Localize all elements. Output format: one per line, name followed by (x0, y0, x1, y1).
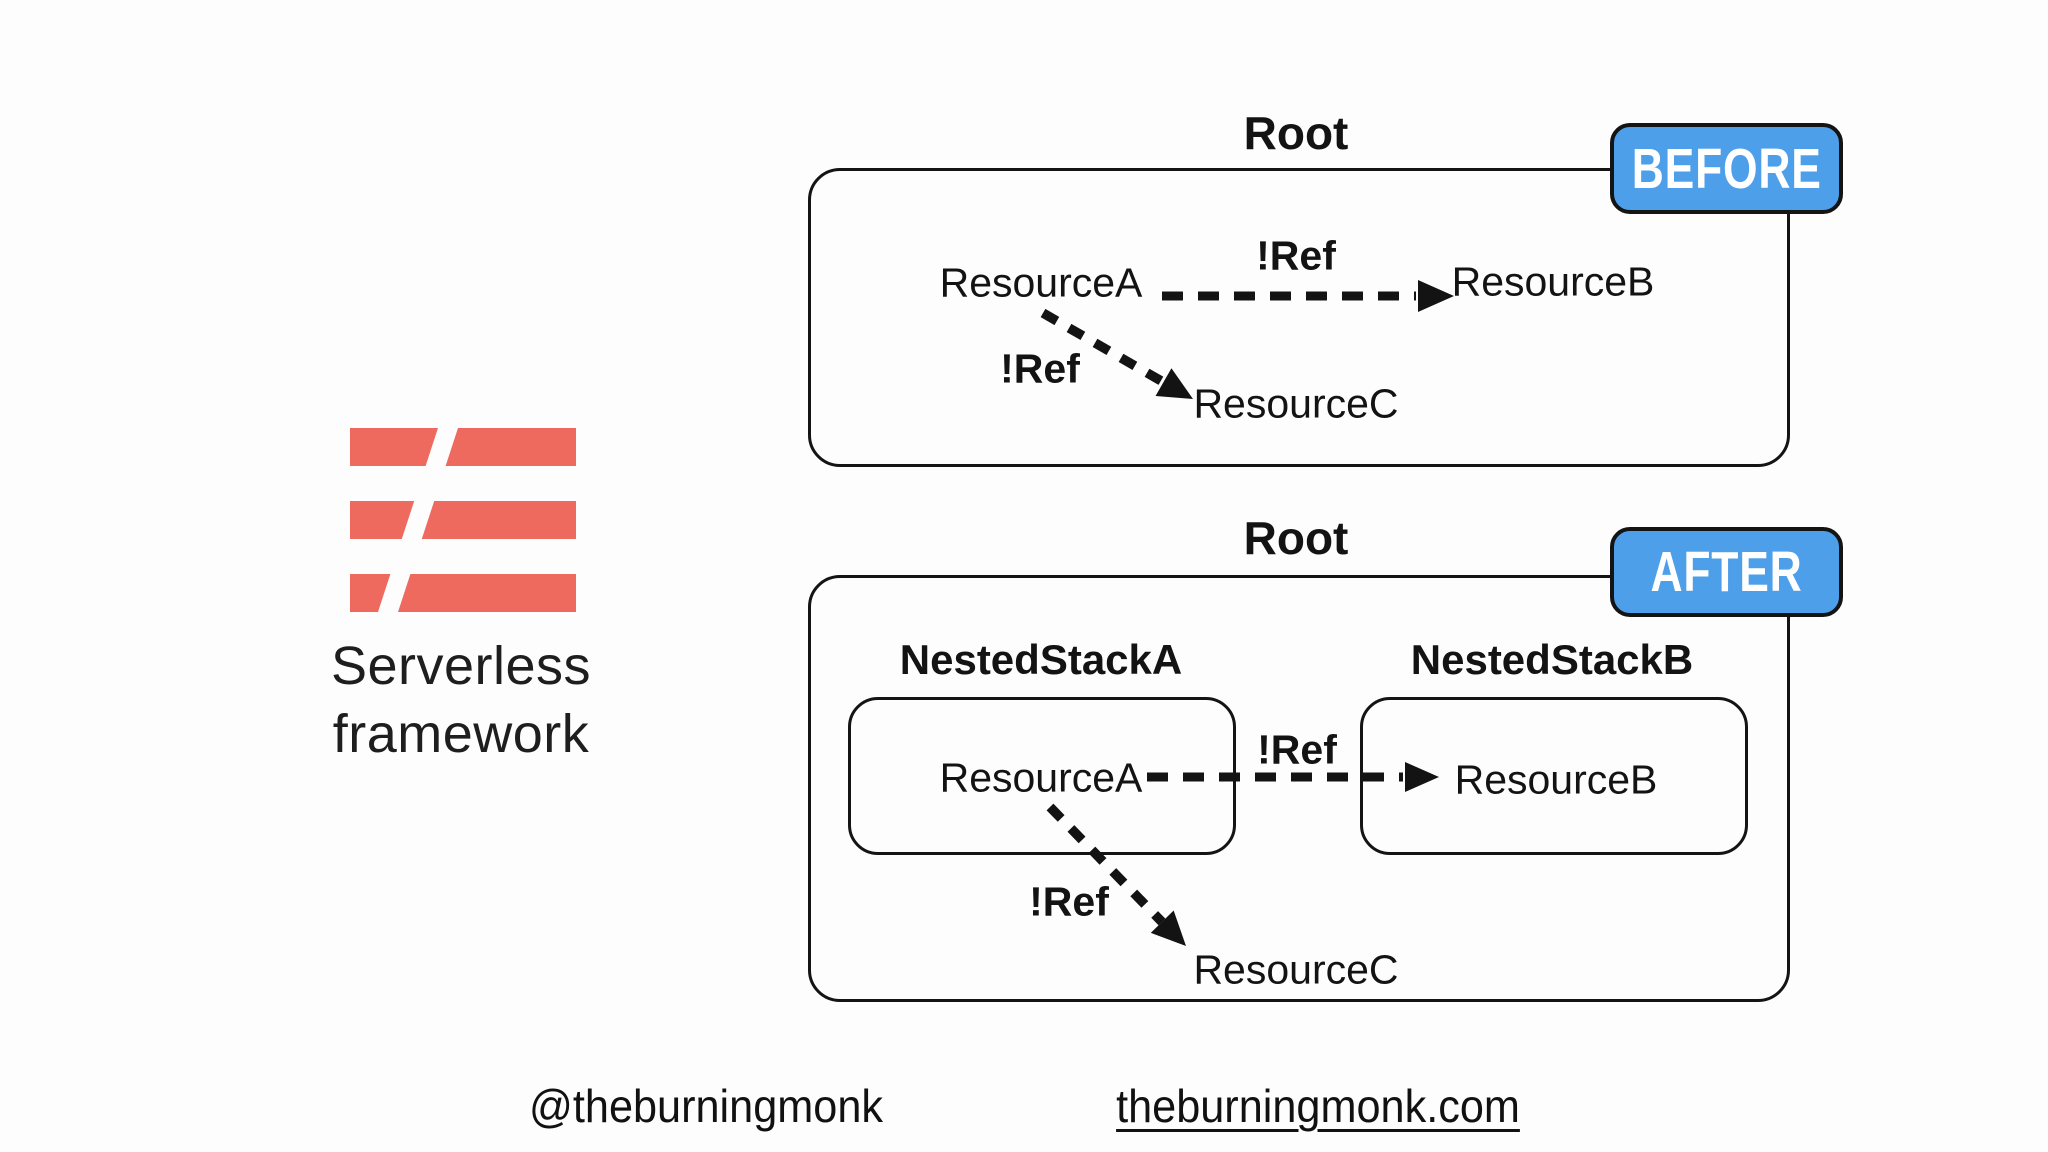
ref-label-a-to-b-after: !Ref (1257, 726, 1337, 773)
logo-caption-line2: framework (332, 704, 590, 764)
ref-label-a-to-c-after: !Ref (1029, 878, 1109, 925)
after-badge: AFTER (1610, 527, 1843, 617)
ref-label-a-to-b-before: !Ref (1256, 232, 1336, 279)
serverless-logo-icon (350, 428, 576, 612)
node-resource-c-before: ResourceC (1193, 380, 1399, 427)
arrow-shaft (1046, 803, 1166, 926)
after-badge-label: AFTER (1650, 540, 1803, 604)
node-resource-b-before: ResourceB (1451, 258, 1655, 305)
ref-arrow-a-to-c-after (1046, 803, 1186, 946)
arrow-head (1155, 368, 1193, 399)
twitter-handle: @theburningmonk (529, 1080, 883, 1132)
logo-bar-3-right (398, 574, 576, 612)
logo-caption: Serverless framework (261, 632, 661, 768)
arrow-head (1150, 910, 1186, 946)
ref-label-a-to-c-before: !Ref (1000, 345, 1080, 392)
ref-arrow-a-to-b-after (1147, 762, 1439, 792)
ref-arrow-a-to-c-before (1040, 308, 1193, 399)
node-resource-c-after: ResourceC (1193, 946, 1399, 993)
website-link[interactable]: theburningmonk.com (1116, 1080, 1520, 1132)
arrow-head (1418, 280, 1454, 312)
arrow-shaft (1040, 308, 1166, 387)
node-resource-a-after: ResourceA (939, 754, 1143, 801)
logo-bar-1-left (350, 428, 438, 466)
root-stack-label-after: Root (1243, 512, 1349, 564)
logo-caption-line1: Serverless (330, 636, 592, 696)
nested-stack-b-label: NestedStackB (1410, 636, 1694, 683)
root-stack-box-before (808, 168, 1790, 467)
node-resource-b-after: ResourceB (1454, 756, 1658, 803)
root-stack-box-after (808, 575, 1790, 1002)
logo-bar-1-right (445, 428, 576, 466)
root-stack-label-before: Root (1243, 107, 1349, 159)
nested-stack-b-box (1360, 697, 1748, 855)
node-resource-a-before: ResourceA (939, 259, 1143, 306)
before-badge-label: BEFORE (1631, 136, 1822, 201)
before-badge: BEFORE (1610, 123, 1843, 214)
logo-bar-3-left (350, 574, 391, 612)
ref-arrow-a-to-b-before (1162, 280, 1454, 312)
logo-bar-2-left (350, 501, 415, 539)
arrow-head (1405, 762, 1439, 792)
logo-bar-2-right (421, 501, 576, 539)
nested-stack-a-label: NestedStackA (899, 636, 1183, 683)
